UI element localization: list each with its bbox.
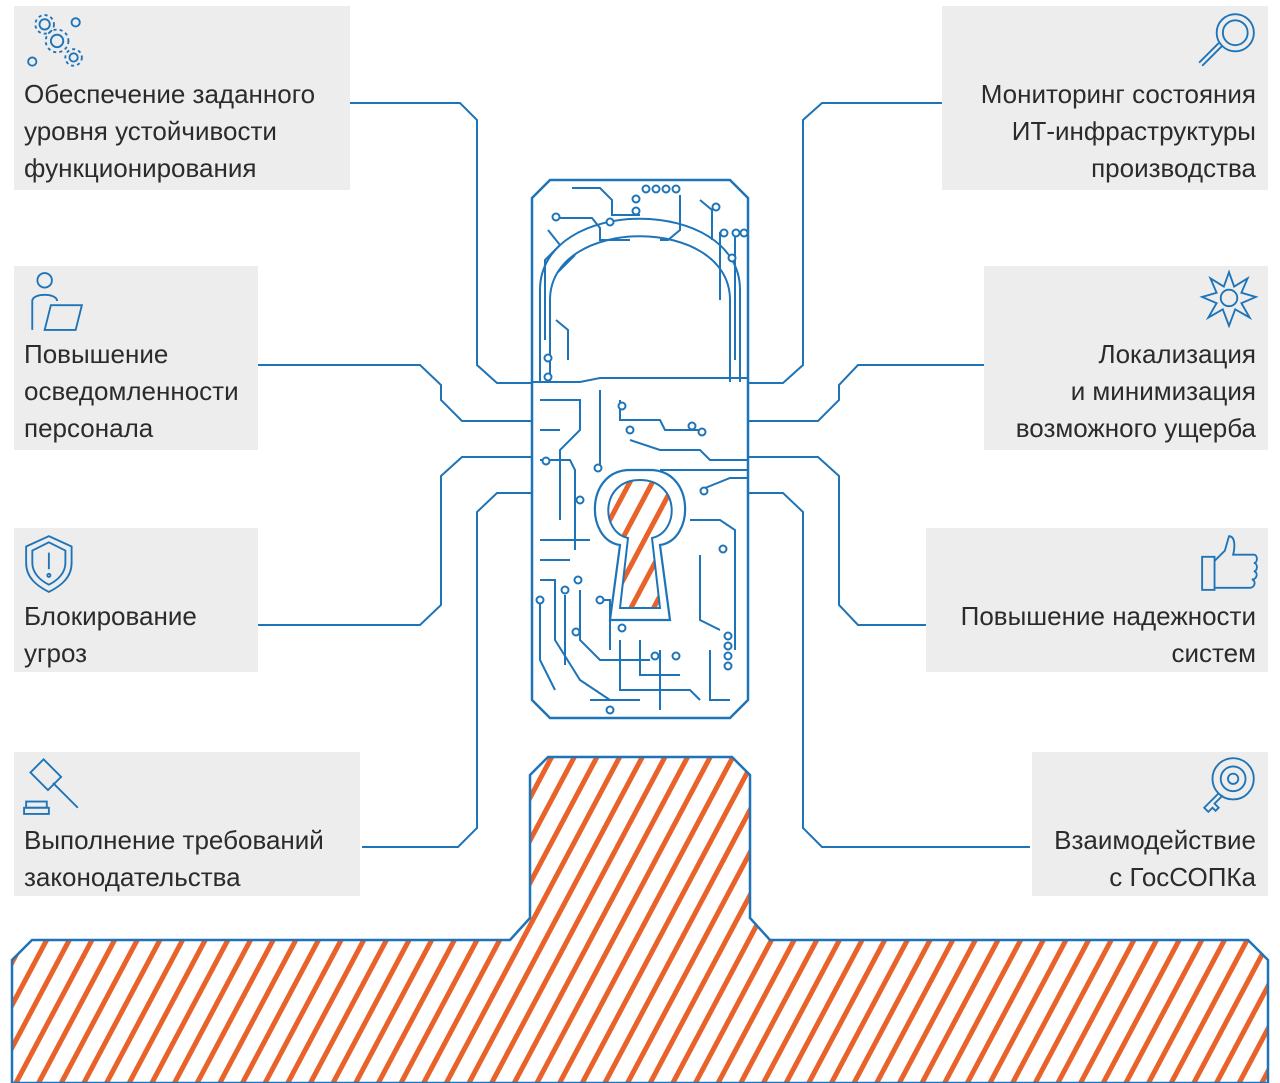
feature-label: Взаимодействие с ГосСОПКа [1054,825,1256,892]
target-key-icon [1198,754,1260,816]
gears-icon [24,12,86,74]
feature-card-localization: Локализация и минимизация возможного уще… [984,266,1268,450]
keyhole [607,478,673,609]
feature-card-gossopka: Взаимодействие с ГосСОПКа [1032,752,1268,896]
user-laptop-icon [24,270,86,332]
shield-alert-icon [22,532,84,594]
burst-icon [1198,268,1260,330]
feature-card-threat-blocking: Блокирование угроз [14,528,258,672]
circuit-nodes [535,184,749,715]
lock-base [10,755,1270,1083]
feature-card-monitoring: Мониторинг состояния ИТ-инфраструктуры п… [942,6,1268,190]
lock-body [530,178,750,720]
feature-label: Повышение надежности систем [960,601,1256,668]
feature-card-compliance: Выполнение требований законодательства [14,752,360,896]
feature-label: Локализация и минимизация возможного уще… [1015,339,1256,443]
connectors [192,102,1068,848]
feature-label: Повышение осведомленности персонала [24,339,239,443]
feature-label: Мониторинг состояния ИТ-инфраструктуры п… [980,79,1256,183]
magnifier-icon [1196,10,1258,72]
feature-card-resilience: Обеспечение заданного уровня устойчивост… [14,6,350,190]
gavel-icon [22,754,84,816]
feature-card-awareness: Повышение осведомленности персонала [14,266,258,450]
thumbs-up-icon [1198,532,1260,594]
feature-card-reliability: Повышение надежности систем [926,528,1268,672]
feature-label: Выполнение требований законодательства [24,825,324,892]
feature-label: Обеспечение заданного уровня устойчивост… [24,79,316,183]
feature-label: Блокирование угроз [24,601,197,668]
